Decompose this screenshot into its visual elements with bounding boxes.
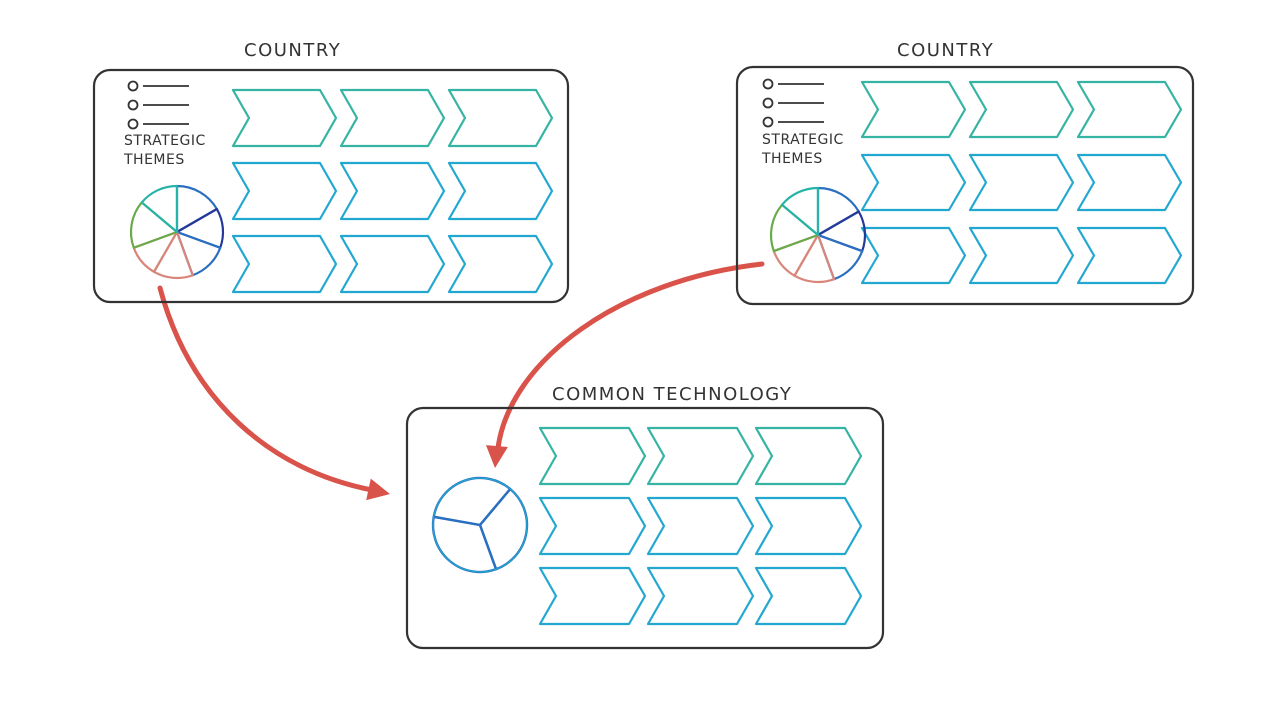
label-line-2: THEMES (762, 151, 823, 167)
pie-slice (816, 233, 864, 281)
left-country-panel (92, 68, 570, 304)
right-country-strategic-themes-label: STRATEGIC THEMES (762, 131, 844, 169)
arrowhead-icon (366, 478, 390, 501)
chevron-r1-c1 (860, 80, 967, 139)
pie-slice (432, 476, 512, 527)
chevron-r1-c2 (646, 426, 755, 486)
chevron-r3-c2 (968, 226, 1075, 285)
legend-bullet-icon (762, 97, 774, 109)
arrowhead-icon (485, 445, 508, 468)
connectors (157, 261, 765, 501)
label-line-2: THEMES (124, 152, 185, 168)
label-line-1: STRATEGIC (124, 133, 206, 149)
pie-slice (780, 186, 820, 237)
common-technology-panel (405, 406, 885, 650)
chevron-r2-c2 (646, 496, 755, 556)
connector-left-to-common (157, 285, 390, 501)
pie-slice (816, 210, 867, 253)
left-country-strategic-themes-label: STRATEGIC THEMES (124, 132, 206, 170)
left-country-frame (92, 68, 570, 304)
chevron-r3-c3 (447, 234, 554, 294)
pie-slice (816, 186, 860, 237)
legend-bullet-icon (127, 99, 139, 111)
connector-right-to-common (485, 261, 765, 468)
chevron-r2-c3 (1076, 153, 1183, 212)
legend-bullet-icon (127, 118, 139, 130)
chevron-r2-c3 (754, 496, 863, 556)
chevron-r3-c3 (754, 566, 863, 626)
chevron-r2-c2 (968, 153, 1075, 212)
pie-slice (175, 184, 218, 234)
chevron-r3-c2 (339, 234, 446, 294)
label-line-1: STRATEGIC (762, 132, 844, 148)
common-technology-pie-icon (431, 476, 529, 574)
chevron-r3-c1 (860, 226, 967, 285)
right-country-frame (735, 65, 1195, 306)
chevron-r3-c3 (1076, 226, 1183, 285)
chevron-r3-c2 (646, 566, 755, 626)
pie-outline (432, 477, 528, 573)
chevron-r1-c3 (447, 88, 554, 148)
pie-slice (132, 230, 179, 273)
pie-slice (175, 230, 222, 277)
legend-bullet-icon (762, 78, 774, 90)
right-country-title: COUNTRY (897, 40, 995, 61)
legend-bullet-icon (762, 116, 774, 128)
left-country-title: COUNTRY (244, 40, 342, 61)
chevron-r1-c3 (1076, 80, 1183, 139)
chevron-r2-c1 (860, 153, 967, 212)
panels (92, 65, 1195, 650)
pie-slice (431, 515, 498, 574)
pie-slice (140, 184, 179, 234)
legend-bullet-icon (127, 80, 139, 92)
chevron-r2-c1 (538, 496, 647, 556)
chevron-r2-c3 (447, 161, 554, 221)
chevron-r3-c1 (231, 234, 338, 294)
chevron-r3-c1 (538, 566, 647, 626)
pie-slice (175, 207, 225, 249)
pie-slice (772, 233, 820, 277)
chevron-r1-c2 (339, 88, 446, 148)
common-technology-frame (405, 406, 885, 650)
common-technology-title: COMMON TECHNOLOGY (552, 384, 793, 405)
chevron-r1-c1 (538, 426, 647, 486)
chevron-r1-c2 (968, 80, 1075, 139)
right-country-pie-icon (769, 186, 867, 284)
arrow-shaft (157, 285, 375, 493)
left-country-pie-icon (129, 184, 225, 280)
right-country-panel (735, 65, 1195, 306)
chevron-r2-c1 (231, 161, 338, 221)
chevron-r2-c2 (339, 161, 446, 221)
chevron-r1-c3 (754, 426, 863, 486)
arrow-shaft (495, 261, 765, 451)
chevron-r1-c1 (231, 88, 338, 148)
